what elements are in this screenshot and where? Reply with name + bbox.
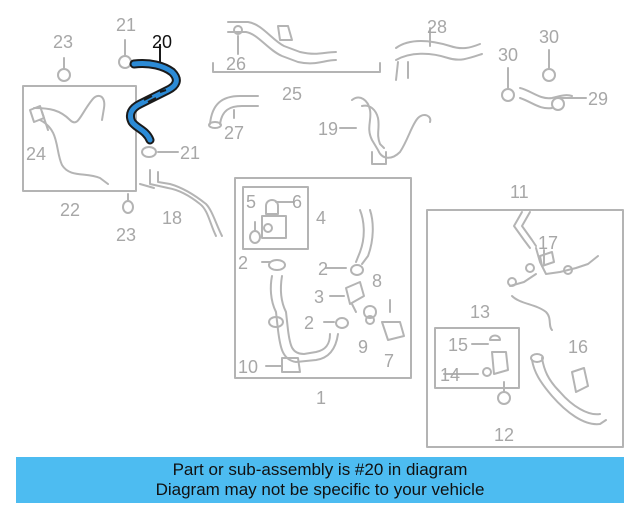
callout-12: 12 — [494, 425, 515, 445]
callout-14: 14 — [440, 365, 461, 385]
group-box-11 — [426, 209, 624, 448]
pipe-18 — [139, 169, 223, 237]
callout-5: 5 — [246, 192, 257, 212]
assembly-4-5-6 — [249, 199, 287, 244]
clamp-21-lower — [141, 146, 173, 158]
clamp-30 — [501, 49, 556, 102]
pipe-24 — [29, 94, 109, 185]
callout-27: 27 — [224, 123, 245, 143]
parts-diagram: 23 21 20 26 25 28 30 30 29 27 19 24 21 2… — [22, 15, 624, 448]
diagram-drawing — [22, 21, 624, 448]
callout-24: 24 — [26, 144, 47, 164]
callout-26: 26 — [226, 54, 247, 74]
assembly-11 — [482, 211, 607, 426]
hose-28 — [395, 40, 483, 81]
clamp-23-lower — [122, 193, 134, 214]
group-box-22 — [22, 85, 137, 192]
callout-23-lower: 23 — [116, 225, 137, 245]
callout-20: 20 — [152, 32, 173, 52]
callout-1: 1 — [316, 388, 327, 408]
callout-30-right: 30 — [539, 27, 560, 47]
callout-22: 22 — [60, 200, 81, 220]
hose-27 — [208, 95, 259, 129]
group-box-1 — [234, 177, 412, 379]
callout-9: 9 — [358, 337, 369, 357]
callout-28: 28 — [427, 17, 448, 37]
callout-15: 15 — [448, 335, 469, 355]
callout-30-left: 30 — [498, 45, 519, 65]
assembly-1-hoses — [268, 209, 405, 373]
banner-line-part: Part or sub-assembly is #20 in diagram — [172, 460, 468, 479]
callout-2-b: 2 — [318, 259, 329, 279]
callout-3: 3 — [314, 287, 325, 307]
callout-10: 10 — [238, 357, 259, 377]
hose-26 — [227, 21, 337, 65]
callout-21-lower: 21 — [180, 143, 201, 163]
callout-2-c: 2 — [304, 313, 315, 333]
callout-13: 13 — [470, 302, 491, 322]
clamp-23-top — [57, 57, 71, 82]
group-box-4 — [242, 186, 309, 250]
hose-20-highlighted — [125, 44, 181, 145]
callout-29: 29 — [588, 89, 609, 109]
hose-29 — [519, 87, 573, 111]
info-banner: Part or sub-assembly is #20 in diagram D… — [16, 457, 624, 503]
bracket-25 — [212, 62, 381, 73]
callout-4: 4 — [316, 208, 327, 228]
callout-19: 19 — [318, 119, 339, 139]
callout-2-a: 2 — [238, 253, 249, 273]
group-box-13 — [434, 327, 520, 389]
callout-17: 17 — [538, 233, 559, 253]
hose-19 — [351, 96, 432, 165]
callout-25: 25 — [282, 84, 303, 104]
callout-8: 8 — [372, 271, 383, 291]
callout-6: 6 — [292, 192, 303, 212]
clamp-21-top — [118, 39, 132, 69]
banner-line-disclaimer: Diagram may not be specific to your vehi… — [155, 480, 485, 499]
callout-18: 18 — [162, 208, 183, 228]
leader-lines — [171, 27, 587, 375]
callout-7: 7 — [384, 351, 395, 371]
callout-16: 16 — [568, 337, 589, 357]
callout-21: 21 — [116, 15, 137, 35]
callout-11: 11 — [510, 182, 529, 202]
callout-23: 23 — [53, 32, 74, 52]
